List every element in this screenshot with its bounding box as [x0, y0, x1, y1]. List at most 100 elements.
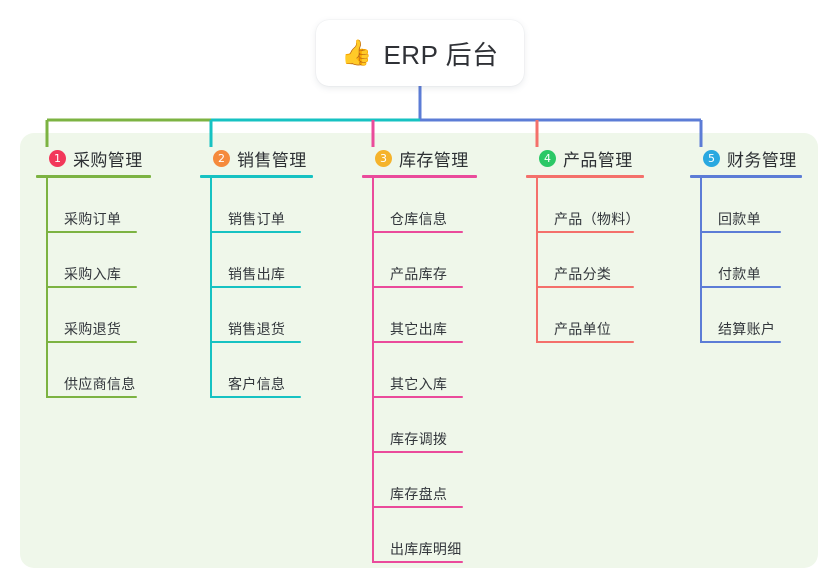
leaf-label: 供应商信息	[64, 376, 136, 392]
branch-number-badge: 4	[539, 149, 556, 167]
branch-column-2: 2 销售管理销售订单销售出库销售退货客户信息	[200, 145, 313, 398]
leaf-label: 客户信息	[228, 376, 286, 392]
branch-underline	[690, 175, 802, 178]
leaf-item[interactable]: 出库库明细	[362, 508, 477, 563]
branch-item-list: 回款单付款单结算账户	[690, 178, 802, 343]
branch-item-list: 销售订单销售出库销售退货客户信息	[200, 178, 313, 398]
leaf-item[interactable]: 产品单位	[526, 288, 644, 343]
branch-header-1[interactable]: 1 采购管理	[36, 145, 151, 171]
leaf-item[interactable]: 结算账户	[690, 288, 802, 343]
leaf-underline	[211, 231, 301, 233]
branch-underline	[362, 175, 477, 178]
leaf-underline	[47, 341, 137, 343]
branch-item-list: 产品（物料） 产品分类产品单位	[526, 178, 644, 343]
leaf-underline	[47, 286, 137, 288]
leaf-label: 产品库存	[390, 266, 448, 282]
branch-title: 产品管理	[563, 150, 633, 170]
branch-number-badge: 2	[213, 149, 230, 167]
leaf-label: 产品分类	[554, 266, 612, 282]
leaf-label: 库存调拨	[390, 431, 448, 447]
leaf-label: 付款单	[718, 266, 761, 282]
branch-spine	[700, 178, 702, 343]
branch-spine	[372, 178, 374, 563]
leaf-underline	[373, 451, 463, 453]
branch-title: 销售管理	[237, 150, 307, 170]
mindmap-canvas	[20, 133, 818, 568]
branch-spine	[46, 178, 48, 398]
leaf-item[interactable]: 产品（物料）	[526, 178, 644, 233]
leaf-underline	[373, 396, 463, 398]
branch-spine	[536, 178, 538, 343]
leaf-underline	[211, 286, 301, 288]
thumbs-up-icon: 👍	[341, 38, 373, 67]
branch-title: 库存管理	[399, 150, 469, 170]
leaf-label: 回款单	[718, 211, 761, 227]
leaf-underline	[701, 341, 781, 343]
leaf-item[interactable]: 库存盘点	[362, 453, 477, 508]
root-node[interactable]: 👍 ERP 后台	[316, 20, 524, 86]
leaf-item[interactable]: 产品分类	[526, 233, 644, 288]
leaf-label: 产品（物料）	[554, 211, 640, 227]
branch-header-4[interactable]: 4 产品管理	[526, 145, 644, 171]
leaf-item[interactable]: 销售退货	[200, 288, 313, 343]
leaf-label: 结算账户	[718, 321, 776, 337]
leaf-underline	[211, 341, 301, 343]
branch-header-3[interactable]: 3 库存管理	[362, 145, 477, 171]
leaf-label: 采购入库	[64, 266, 122, 282]
branch-number-badge: 3	[375, 149, 392, 167]
leaf-item[interactable]: 回款单	[690, 178, 802, 233]
leaf-label: 库存盘点	[390, 486, 448, 502]
branch-column-3: 3 库存管理仓库信息产品库存其它出库其它入库库存调拨库存盘点出库库明细	[362, 145, 477, 563]
leaf-item[interactable]: 客户信息	[200, 343, 313, 398]
leaf-underline	[537, 231, 634, 233]
leaf-underline	[47, 396, 137, 398]
branch-underline	[36, 175, 151, 178]
leaf-item[interactable]: 供应商信息	[36, 343, 151, 398]
leaf-underline	[373, 506, 463, 508]
leaf-label: 销售出库	[228, 266, 286, 282]
branch-header-2[interactable]: 2 销售管理	[200, 145, 313, 171]
branch-title: 采购管理	[73, 150, 143, 170]
branch-number-badge: 5	[703, 149, 720, 167]
leaf-item[interactable]: 库存调拨	[362, 398, 477, 453]
leaf-underline	[373, 341, 463, 343]
leaf-item[interactable]: 其它入库	[362, 343, 477, 398]
branch-underline	[200, 175, 313, 178]
branch-underline	[526, 175, 644, 178]
branch-spine	[210, 178, 212, 398]
leaf-item[interactable]: 采购退货	[36, 288, 151, 343]
branch-title: 财务管理	[727, 150, 797, 170]
leaf-label: 其它出库	[390, 321, 448, 337]
leaf-item[interactable]: 采购订单	[36, 178, 151, 233]
branch-item-list: 采购订单采购入库采购退货供应商信息	[36, 178, 151, 398]
leaf-underline	[373, 286, 463, 288]
branch-item-list: 仓库信息产品库存其它出库其它入库库存调拨库存盘点出库库明细	[362, 178, 477, 563]
branch-number-badge: 1	[49, 149, 66, 167]
branch-column-4: 4 产品管理产品（物料） 产品分类产品单位	[526, 145, 644, 343]
leaf-underline	[701, 286, 781, 288]
leaf-underline	[537, 286, 634, 288]
leaf-item[interactable]: 仓库信息	[362, 178, 477, 233]
branch-column-5: 5 财务管理回款单付款单结算账户	[690, 145, 802, 343]
leaf-underline	[47, 231, 137, 233]
leaf-underline	[701, 231, 781, 233]
leaf-underline	[373, 561, 463, 563]
branch-column-1: 1 采购管理采购订单采购入库采购退货供应商信息	[36, 145, 151, 398]
leaf-item[interactable]: 其它出库	[362, 288, 477, 343]
leaf-label: 其它入库	[390, 376, 448, 392]
leaf-item[interactable]: 采购入库	[36, 233, 151, 288]
leaf-label: 销售退货	[228, 321, 286, 337]
root-title: ERP 后台	[383, 39, 499, 70]
leaf-label: 销售订单	[228, 211, 286, 227]
leaf-underline	[373, 231, 463, 233]
leaf-label: 采购退货	[64, 321, 122, 337]
leaf-item[interactable]: 付款单	[690, 233, 802, 288]
leaf-label: 出库库明细	[390, 541, 462, 557]
leaf-item[interactable]: 产品库存	[362, 233, 477, 288]
leaf-label: 采购订单	[64, 211, 122, 227]
leaf-item[interactable]: 销售出库	[200, 233, 313, 288]
leaf-underline	[211, 396, 301, 398]
leaf-item[interactable]: 销售订单	[200, 178, 313, 233]
leaf-label: 仓库信息	[390, 211, 448, 227]
branch-header-5[interactable]: 5 财务管理	[690, 145, 802, 171]
